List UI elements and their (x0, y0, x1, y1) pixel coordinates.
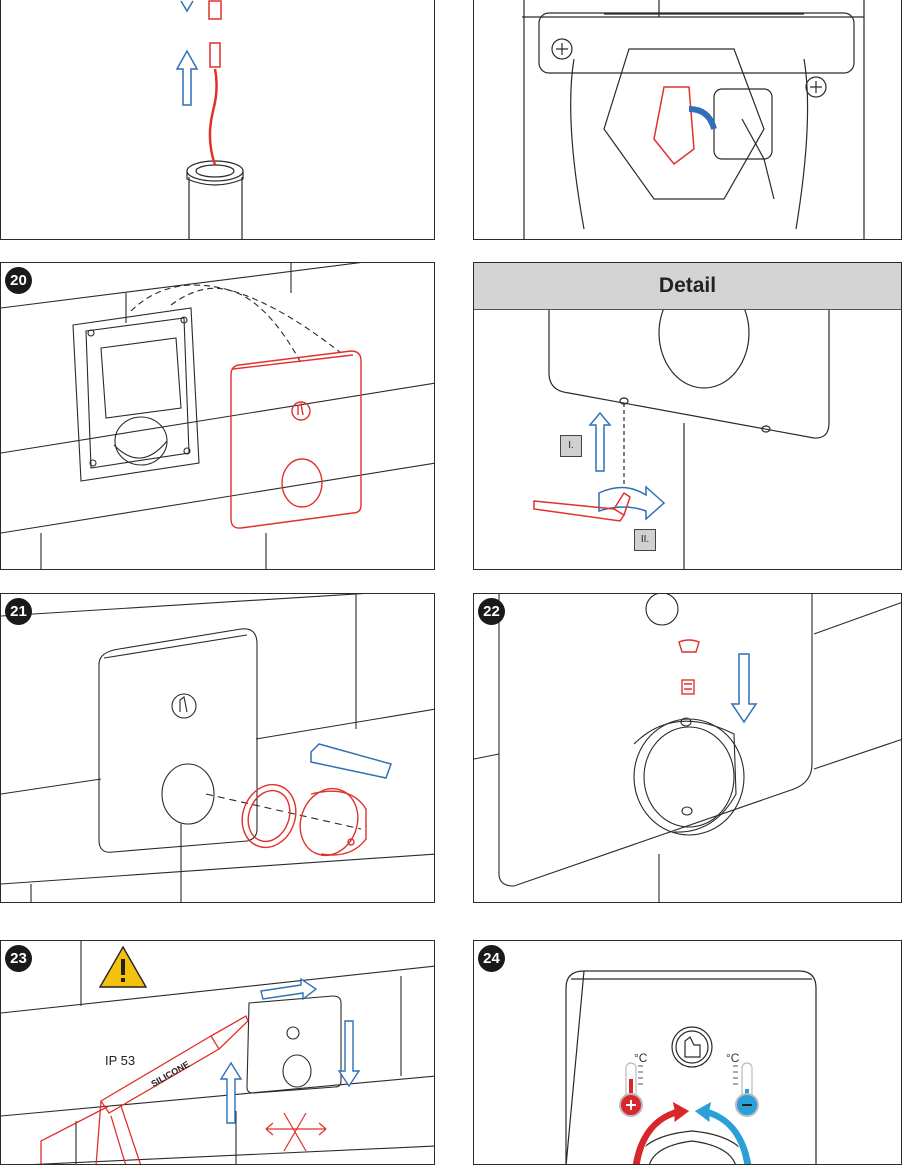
thermometer-hot-icon (619, 1062, 643, 1117)
step-number-badge: 24 (478, 945, 505, 972)
step-number-badge: 23 (5, 945, 32, 972)
panel-cable-connector (0, 0, 435, 240)
illustration-seal-with-silicone (1, 941, 434, 1164)
celsius-label-hot: °C (634, 1051, 648, 1065)
illustration-fit-knob-screw (474, 594, 901, 902)
step-number-badge: 22 (478, 598, 505, 625)
panel-step-23: 23 IP 53 SILICONE (0, 940, 435, 1165)
step-number-badge: 21 (5, 598, 32, 625)
illustration-cable-connector (175, 0, 244, 239)
panel-step-20: 20 (0, 262, 435, 570)
detail-step-label-1: I. (560, 435, 582, 457)
illustration-temperature-control (565, 970, 817, 1164)
panel-housing-connector (473, 0, 902, 240)
step-number-badge: 20 (5, 267, 32, 294)
illustration-housing-connector (522, 0, 865, 239)
illustration-fit-sleeve-and-knob (1, 594, 434, 902)
celsius-label-cold: °C (726, 1051, 740, 1065)
panel-step-22: 22 (473, 593, 902, 903)
thermometer-cold-icon (733, 1062, 759, 1117)
panel-step-24: 24 °C °C (473, 940, 902, 1165)
ip-rating-label: IP 53 (105, 1053, 136, 1068)
detail-title: Detail (474, 263, 901, 310)
panel-detail: Detail I. II. (473, 262, 902, 570)
panel-step-21: 21 (0, 593, 435, 903)
illustration-fit-cover-plate (1, 263, 434, 569)
detail-step-label-2: II. (634, 529, 656, 551)
